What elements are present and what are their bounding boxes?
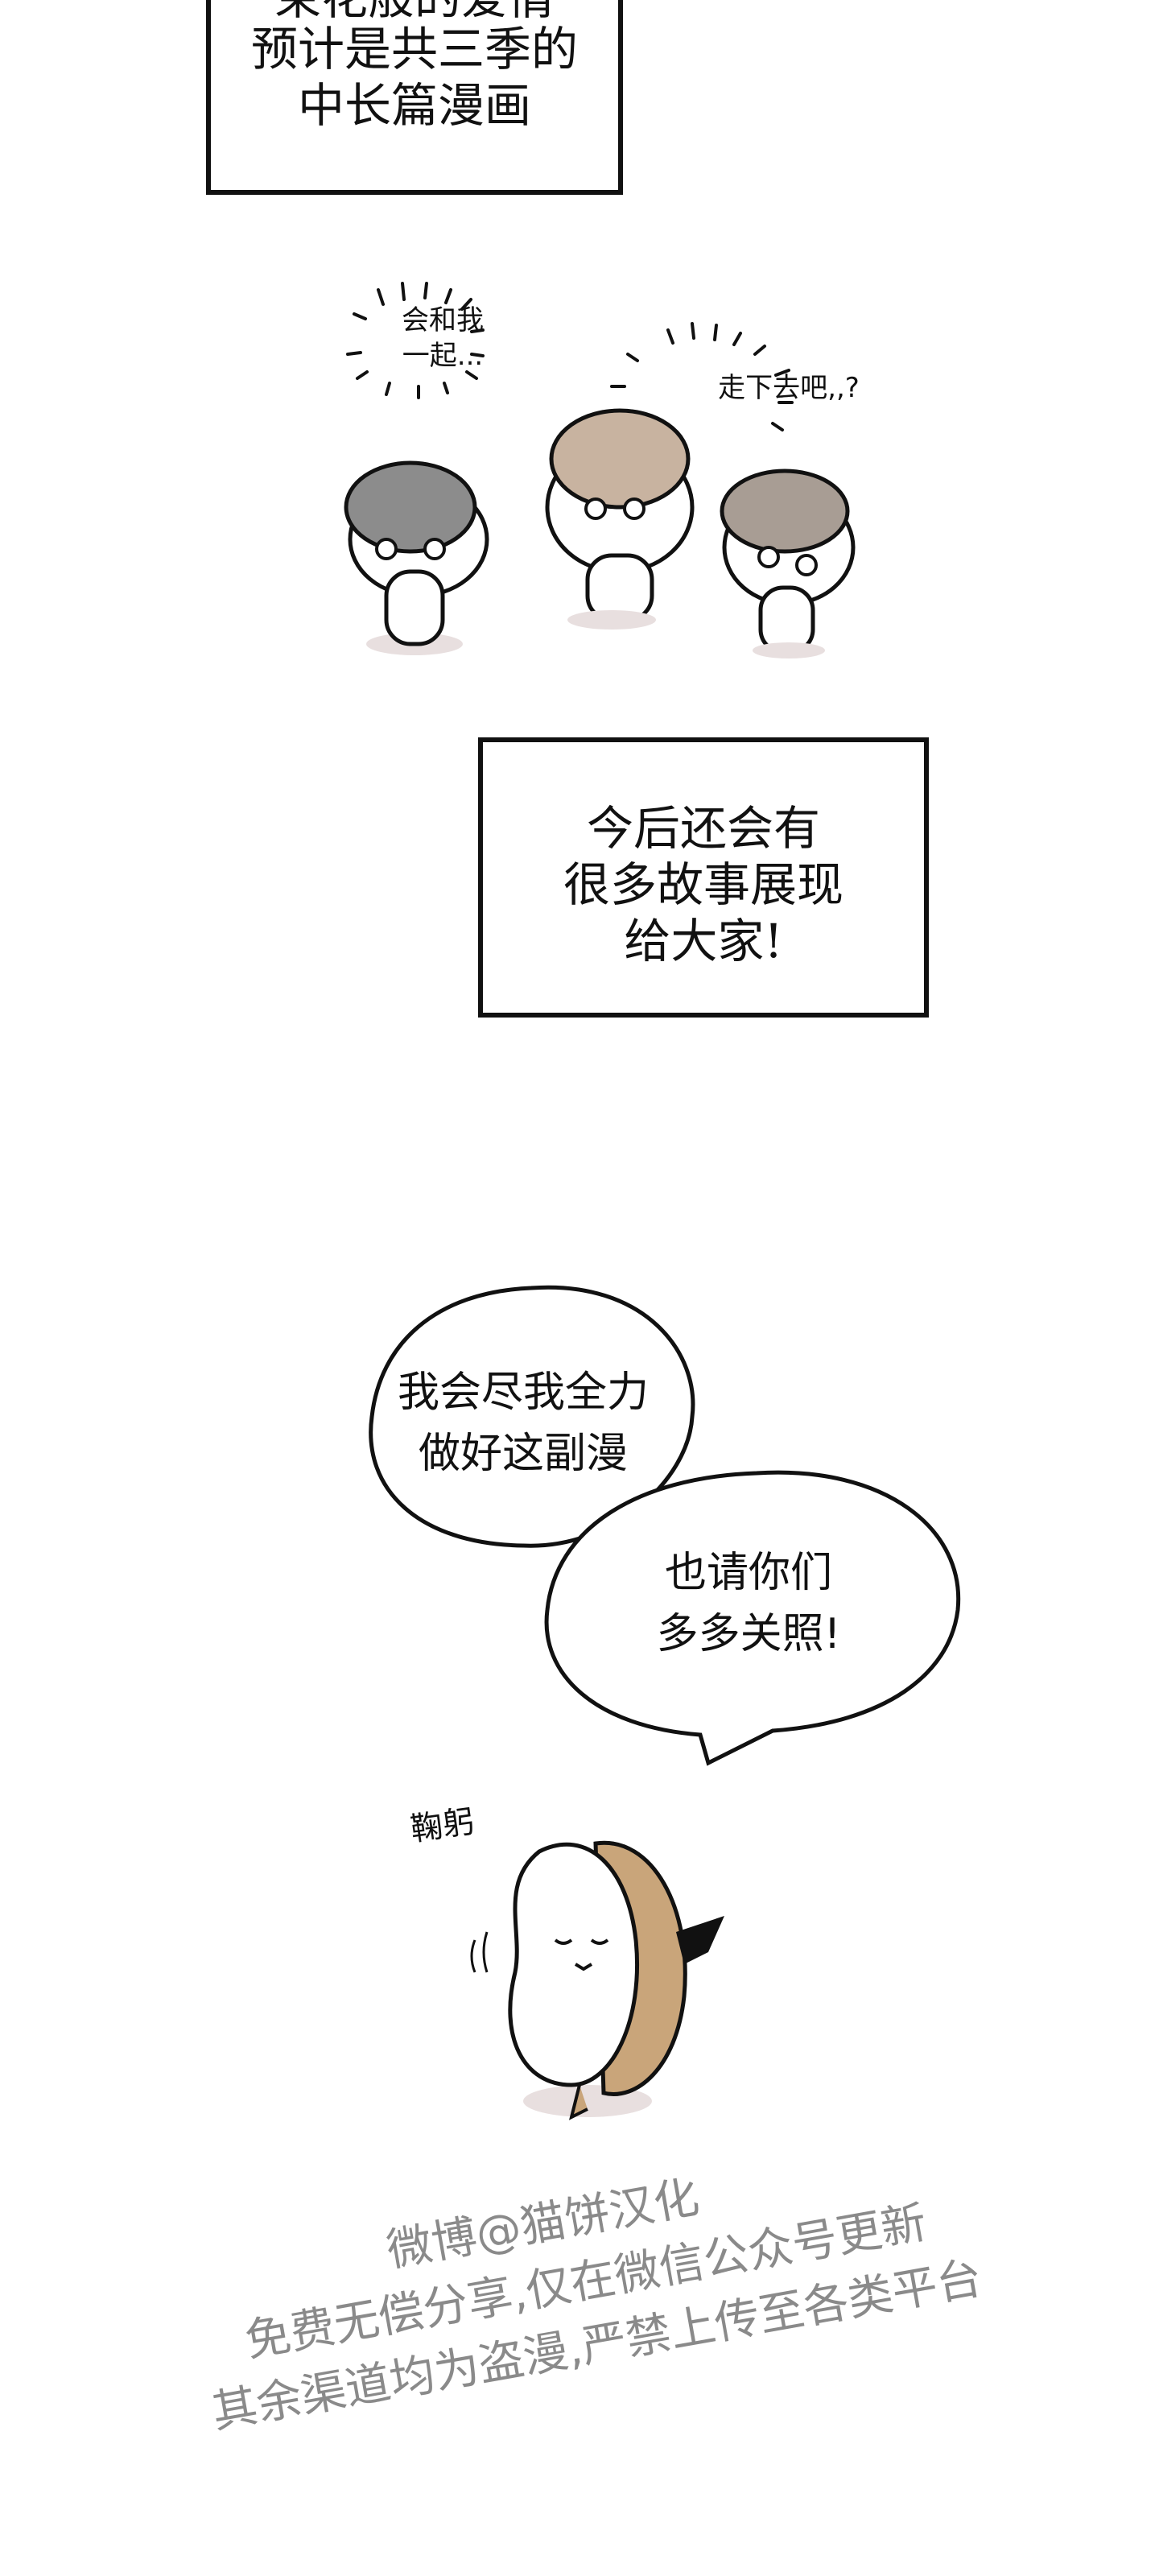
caption-line: 今后还会有: [586, 801, 820, 856]
thought-line: 会和我: [402, 304, 484, 336]
caption-line: 中长篇漫画: [297, 78, 531, 133]
thought-text-left: 会和我 一起...: [378, 303, 507, 374]
caption-box-top: 束花般的爱情 预计是共三季的 中长篇漫画: [206, 0, 623, 195]
speech-text-2: 也请你们 多多关照!: [612, 1542, 885, 1665]
thought-burst-left-icon: [346, 282, 485, 399]
speech-line: 多多关照!: [656, 1610, 841, 1658]
speech-bubbles-shapes: [369, 1285, 961, 1766]
thought-line: 一起...: [402, 340, 484, 372]
speech-line: 我会尽我全力: [397, 1368, 649, 1417]
caption-box-middle: 今后还会有 很多故事展现 给大家!: [478, 737, 929, 1018]
bread-character-illustration: [470, 1840, 724, 2120]
speech-bubble-1: [369, 1285, 695, 1548]
thought-line: 走下去吧,,?: [718, 372, 860, 404]
characters-illustration: [344, 282, 856, 658]
thought-text-right: 走下去吧,,?: [692, 370, 885, 406]
speech-text-1: 我会尽我全力 做好这副漫: [362, 1362, 684, 1484]
caption-line: 给大家!: [624, 914, 783, 968]
caption-line: 预计是共三季的: [250, 22, 578, 76]
caption-line: 束花般的爱情: [211, 0, 618, 26]
speech-line: 也请你们: [664, 1549, 832, 1597]
caption-line: 很多故事展现: [563, 857, 843, 912]
speech-line: 做好这副漫: [418, 1430, 628, 1478]
speech-bubble-2: [544, 1470, 961, 1766]
